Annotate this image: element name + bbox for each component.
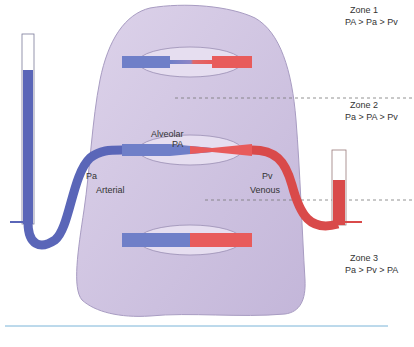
pressure-symbol: PA [172, 140, 183, 150]
vessel-label: Arterial [96, 186, 125, 196]
pressure-symbol: Pv [262, 172, 273, 182]
pressure-relation: PA > Pa > Pv [345, 18, 398, 28]
pressure-relation: Pa > Pv > PA [345, 266, 398, 276]
zone-label: Zone 3 [350, 254, 378, 264]
pressure-symbol: Pa [86, 172, 97, 182]
zone-label: Zone 1 [350, 6, 378, 16]
zone-label: Zone 2 [350, 101, 378, 111]
region-label: Alveolar [151, 130, 184, 140]
pressure-relation: Pa > PA > Pv [345, 113, 398, 123]
vessel-label: Venous [250, 186, 280, 196]
